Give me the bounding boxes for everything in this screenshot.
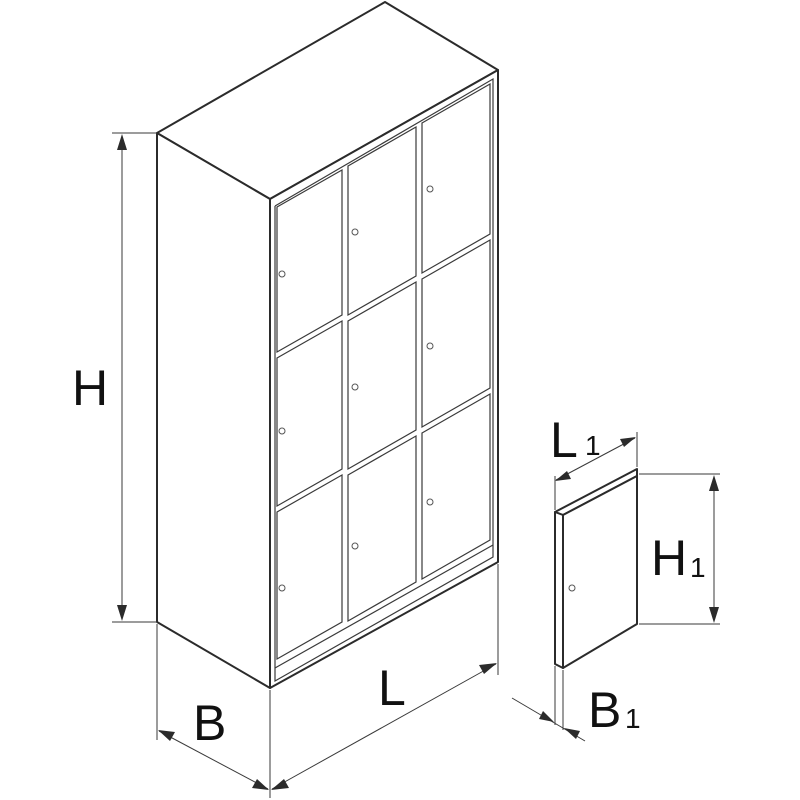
dimension-b-label: B xyxy=(193,695,226,751)
dimension-h1: H 1 xyxy=(639,473,720,625)
dimension-b1-subscript: 1 xyxy=(625,703,641,734)
cabinet-front xyxy=(269,69,499,689)
locker-door xyxy=(347,125,417,317)
door-locks xyxy=(278,185,434,592)
arrow-up-icon xyxy=(709,475,719,491)
dimension-b: B xyxy=(156,624,271,798)
locker-door xyxy=(421,82,491,275)
arrow-down-icon xyxy=(117,605,127,621)
lock-icon xyxy=(278,427,286,435)
locker-door xyxy=(276,168,343,354)
locker-door xyxy=(276,473,343,661)
locker-door xyxy=(276,319,343,508)
arrow-left-icon xyxy=(158,730,175,741)
locker-door xyxy=(421,238,491,429)
arrow-right-icon xyxy=(252,779,269,790)
dimension-l-label: L xyxy=(378,660,406,716)
dimension-l1-subscript: 1 xyxy=(585,430,601,461)
arrow-right-icon xyxy=(620,437,636,447)
lock-icon xyxy=(351,228,359,236)
dimension-h1-subscript: 1 xyxy=(690,552,706,583)
lock-icon xyxy=(426,185,434,193)
arrow-right-icon xyxy=(539,711,554,722)
arrow-left-icon xyxy=(555,471,571,481)
dimension-b1: B 1 xyxy=(511,666,641,742)
lock-icon xyxy=(426,342,434,350)
door-panel xyxy=(554,468,638,669)
locker-door xyxy=(347,280,417,471)
lock-icon xyxy=(568,584,576,592)
door-panel-front xyxy=(562,475,638,669)
arrow-left-icon xyxy=(271,779,289,790)
door-panel-side xyxy=(554,511,564,669)
dimension-b1-label: B xyxy=(588,682,621,738)
locker-door xyxy=(347,434,417,623)
dimension-h1-label: H xyxy=(651,530,687,586)
arrow-up-icon xyxy=(117,134,127,150)
cabinet-front-frame xyxy=(274,77,494,683)
cabinet-side xyxy=(156,132,271,689)
lock-icon xyxy=(278,270,286,278)
arrow-down-icon xyxy=(709,607,719,623)
locker-doors xyxy=(276,82,491,661)
lock-icon xyxy=(351,542,359,550)
lock-icon xyxy=(278,584,286,592)
dimension-l-line xyxy=(271,663,497,790)
dimension-l: L xyxy=(271,564,499,790)
dimension-l1: L 1 xyxy=(550,412,638,510)
lock-icon xyxy=(426,498,434,506)
dimension-b-line xyxy=(158,730,269,790)
arrow-right-icon xyxy=(479,663,497,674)
locker-door xyxy=(421,392,491,581)
cabinet-plinth-line xyxy=(274,544,494,669)
locker-cabinet xyxy=(156,1,499,689)
dimension-h-label: H xyxy=(72,360,108,416)
dimension-l1-label: L xyxy=(550,412,578,468)
lock-icon xyxy=(351,383,359,391)
arrow-left-icon xyxy=(564,728,580,739)
dimension-h: H xyxy=(72,132,157,623)
dimension-l1-line xyxy=(555,437,636,481)
